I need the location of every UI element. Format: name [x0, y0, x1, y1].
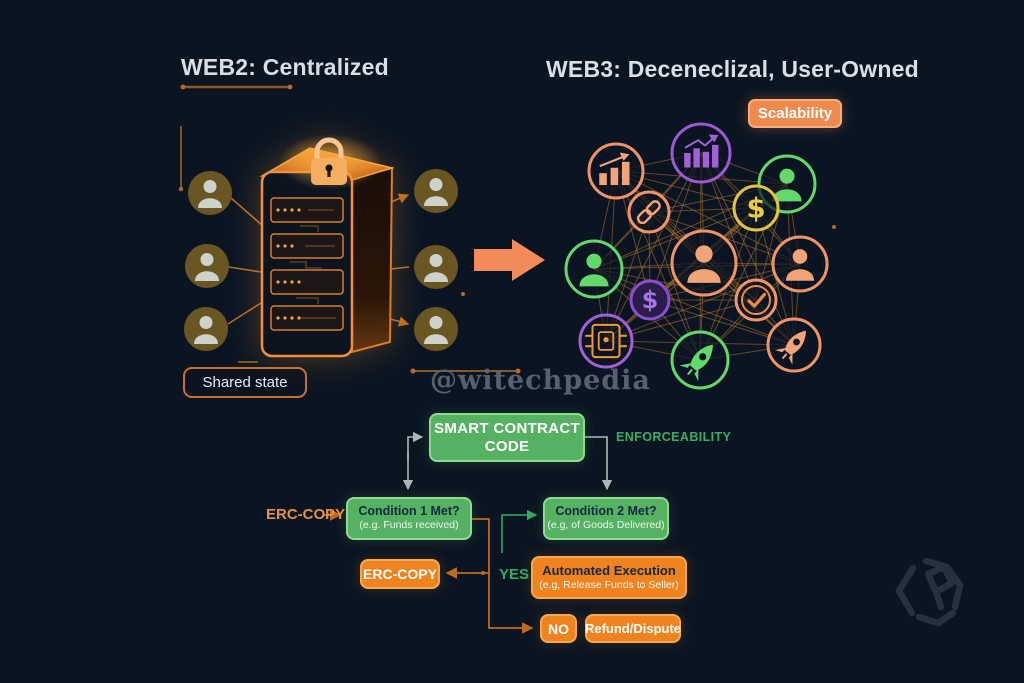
svg-text:$: $: [746, 192, 765, 224]
user-icon: [188, 171, 232, 215]
yes-label: YES: [499, 566, 530, 583]
network-node-growth-chart: [587, 142, 645, 200]
network-node-user-right: [771, 235, 829, 293]
svg-text:$: $: [642, 286, 659, 314]
web2-heading: WEB2: Centralized: [181, 54, 389, 80]
erc-copy-box: ERC-COPY: [360, 559, 440, 589]
server-illustration: [259, 134, 395, 358]
smart-contract-code-box: SMART CONTRACT CODE: [429, 413, 585, 462]
user-icon: [414, 307, 458, 351]
network-node-contract-chip: [578, 313, 634, 369]
network-node-rocket-orange: [766, 317, 822, 373]
smart-contract-line1: SMART CONTRACT: [434, 419, 580, 437]
automated-execution-title: Automated Execution: [542, 563, 676, 579]
network-node-dollar-yellow: $: [732, 184, 780, 232]
user-icon: [414, 169, 458, 213]
network-node-rocket-green: [670, 330, 730, 390]
shared-state-label: Shared state: [183, 367, 307, 398]
condition1-title: Condition 1 Met?: [358, 504, 460, 519]
user-icon: [414, 245, 458, 289]
refund-dispute-box: Refund/Dispute: [585, 614, 681, 643]
server-connection-lines: [227, 193, 410, 327]
no-box: NO: [540, 614, 577, 643]
decorative-marks: [178, 84, 836, 374]
lock-icon: [311, 137, 347, 185]
condition2-title: Condition 2 Met?: [555, 504, 657, 519]
network-node-analytics-chart: [670, 122, 732, 184]
watermark: @witechpedia: [430, 365, 651, 396]
network-node-check: [734, 278, 778, 322]
network-node-link: [627, 190, 671, 234]
condition1-box: Condition 1 Met? (e.g. Funds received): [346, 497, 472, 540]
network-node-dollar-purple: $: [629, 279, 671, 321]
network-node-user-top-right: [757, 154, 817, 214]
condition2-box: Condition 2 Met? (e.g, of Goods Delivere…: [543, 497, 669, 540]
web2-user-nodes: [184, 169, 458, 351]
automated-execution-subtitle: (e.g, Release Funds to Seller): [539, 578, 679, 591]
user-icon: [184, 307, 228, 351]
web3-heading: WEB3: Deceneclizal, User-Owned: [546, 56, 919, 82]
erc-copy-label: ERC-COPY: [266, 506, 346, 523]
brand-logo-icon: [895, 557, 964, 627]
user-icon: [185, 244, 229, 288]
server-racks: [270, 197, 344, 331]
scalability-badge: Scalability: [748, 99, 842, 128]
network-node-user-center: [670, 229, 738, 297]
transition-arrow-icon: [474, 239, 545, 281]
smart-contract-line2: CODE: [484, 437, 530, 455]
condition2-subtitle: (e.g, of Goods Delivered): [547, 519, 665, 532]
condition1-subtitle: (e.g. Funds received): [359, 519, 459, 532]
enforceability-label: ENFORCEABILITY: [616, 430, 732, 444]
network-node-user-left: [564, 239, 624, 299]
automated-execution-box: Automated Execution (e.g, Release Funds …: [531, 556, 687, 599]
